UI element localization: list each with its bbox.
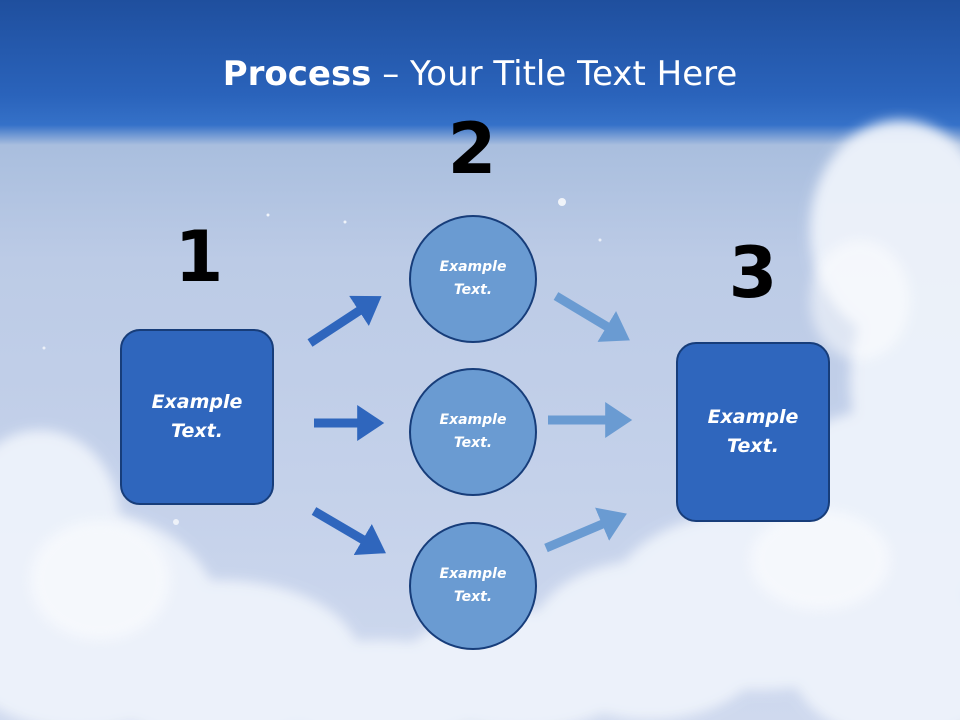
title-bold: Process	[222, 54, 372, 94]
arrow-bottom-to-3	[544, 507, 627, 553]
middle-circle-top: Example Text.	[409, 215, 537, 343]
step-2-number: 2	[447, 108, 497, 190]
slide-title: Process – Your Title Text Here	[0, 52, 960, 96]
step-3-box: Example Text.	[676, 342, 830, 522]
step-1-box: Example Text.	[120, 329, 274, 505]
middle-circle-bottom: Example Text.	[409, 522, 537, 650]
middle-circle-center: Example Text.	[409, 368, 537, 496]
step-3-number: 3	[728, 232, 778, 314]
arrow-1-to-top	[307, 295, 382, 347]
middle-circle-center-text: Example Text.	[439, 412, 507, 451]
arrow-1-to-bottom	[311, 507, 386, 556]
middle-circle-bottom-text: Example Text.	[439, 566, 507, 605]
step-3-text: Example Text.	[707, 406, 799, 457]
step-1-number: 1	[174, 216, 224, 298]
middle-circle-top-text: Example Text.	[439, 259, 507, 298]
arrow-top-to-3	[553, 292, 630, 342]
step-1-text: Example Text.	[151, 391, 243, 442]
title-rest: – Your Title Text Here	[371, 54, 738, 94]
